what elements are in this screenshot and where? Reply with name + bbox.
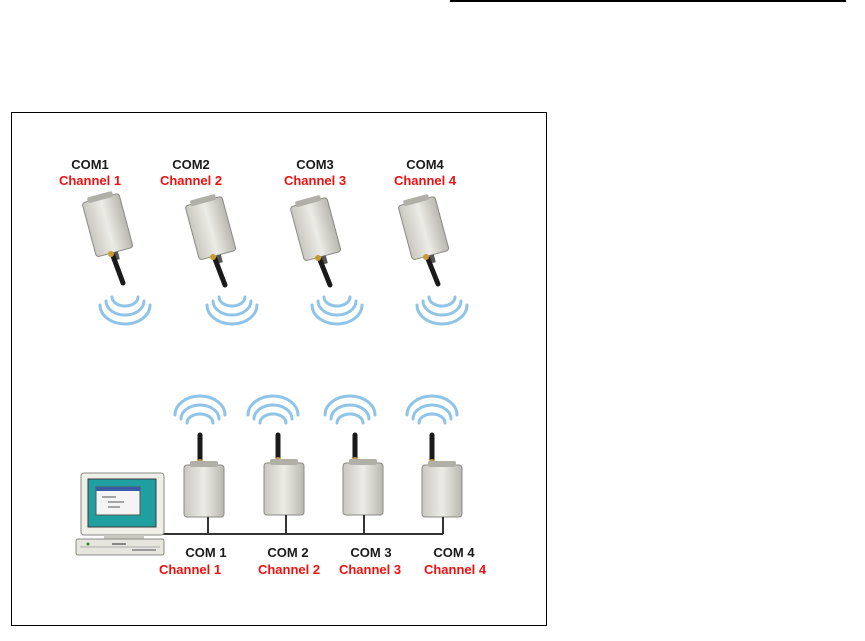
computer-icon <box>76 473 164 555</box>
remote-unit-4: COM4 Channel 4 <box>394 157 467 324</box>
remote-channel-label: Channel 2 <box>160 173 222 188</box>
top-rule <box>450 0 846 2</box>
wireless-wave-icon <box>175 396 225 423</box>
wireless-modem-icon <box>264 459 304 515</box>
wireless-wave-icon <box>100 297 150 324</box>
base-channel-label: Channel 2 <box>258 562 320 577</box>
remote-unit-1: COM1 Channel 1 <box>59 157 150 324</box>
remote-channel-label: Channel 4 <box>394 173 457 188</box>
diagram-frame: COM1 Channel 1 COM2 Channel 2 <box>11 112 547 626</box>
wireless-wave-icon <box>325 396 375 423</box>
base-unit-2: COM 2 Channel 2 <box>248 396 320 577</box>
remote-unit-2: COM2 Channel 2 <box>160 157 257 324</box>
antenna-icon <box>352 435 358 463</box>
base-com-label: COM 2 <box>267 545 308 560</box>
base-com-label: COM 4 <box>433 545 475 560</box>
antenna-icon <box>108 251 123 283</box>
remote-com-label: COM1 <box>71 157 109 172</box>
remote-channel-label: Channel 1 <box>59 173 121 188</box>
base-com-label: COM 1 <box>185 545 226 560</box>
wireless-wave-icon <box>207 297 257 324</box>
antenna-icon <box>210 254 225 285</box>
wireless-wave-icon <box>248 396 298 423</box>
base-channel-label: Channel 4 <box>424 562 487 577</box>
wireless-modem-icon <box>184 461 224 517</box>
antenna-icon <box>275 435 281 463</box>
remote-channel-label: Channel 3 <box>284 173 346 188</box>
wireless-wave-icon <box>312 297 362 324</box>
network-diagram: COM1 Channel 1 COM2 Channel 2 <box>12 113 548 627</box>
wireless-modem-icon <box>343 459 383 515</box>
base-unit-4: COM 4 Channel 4 <box>407 396 487 577</box>
remote-com-label: COM3 <box>296 157 334 172</box>
base-unit-3: COM 3 Channel 3 <box>325 396 401 577</box>
wireless-wave-icon <box>417 297 467 324</box>
antenna-icon <box>197 435 203 465</box>
base-channel-label: Channel 3 <box>339 562 401 577</box>
base-com-label: COM 3 <box>350 545 391 560</box>
remote-com-label: COM4 <box>406 157 444 172</box>
wireless-wave-icon <box>407 396 457 423</box>
wireless-modem-icon <box>422 461 462 517</box>
base-unit-1: COM 1 Channel 1 <box>159 396 227 577</box>
antenna-icon <box>429 435 435 465</box>
base-channel-label: Channel 1 <box>159 562 221 577</box>
remote-com-label: COM2 <box>172 157 210 172</box>
remote-unit-3: COM3 Channel 3 <box>284 157 362 324</box>
